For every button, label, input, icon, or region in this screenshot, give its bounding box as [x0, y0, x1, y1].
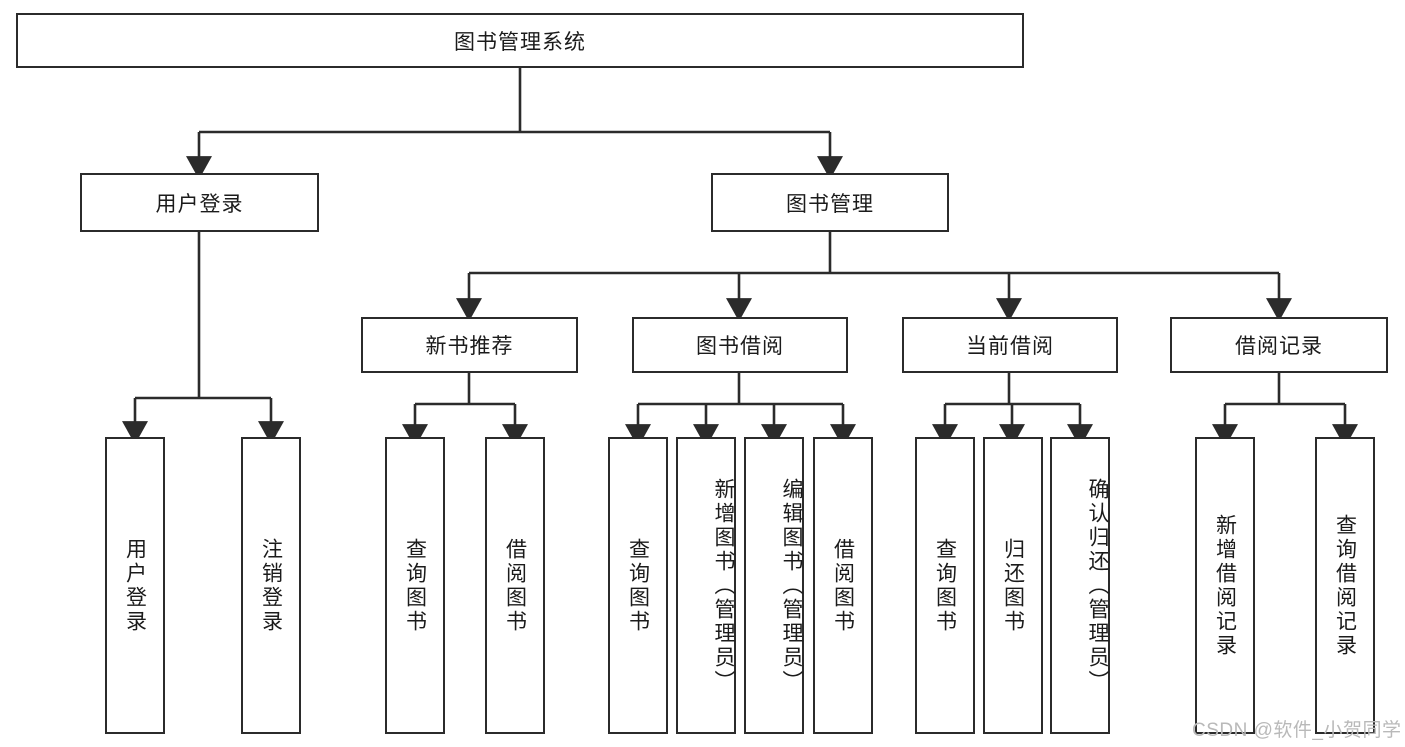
node-label: 用户登录 — [123, 537, 147, 634]
node-label: 图书借阅 — [696, 335, 784, 358]
node-label: 图书管理系统 — [454, 30, 586, 54]
leaf-query-record[interactable]: 查询借阅记录 — [1315, 437, 1375, 734]
leaf-add-book[interactable]: 新增图书（管理员） — [676, 437, 736, 734]
node-borrow-record[interactable]: 借阅记录 — [1170, 317, 1388, 373]
leaf-confirm-return[interactable]: 确认归还（管理员） — [1050, 437, 1110, 734]
node-label: 借阅记录 — [1235, 335, 1323, 358]
node-new-book-recommend[interactable]: 新书推荐 — [361, 317, 578, 373]
node-label: 新书推荐 — [425, 335, 514, 358]
node-label: 新增借阅记录 — [1213, 513, 1237, 658]
node-label: 查询图书 — [403, 537, 427, 634]
node-label: 借阅图书 — [503, 537, 527, 634]
leaf-borrow-book-1[interactable]: 借阅图书 — [485, 437, 545, 734]
node-label: 用户登录 — [155, 192, 244, 216]
node-label: 确认归还（管理员） — [1086, 477, 1109, 694]
leaf-query-book-2[interactable]: 查询图书 — [608, 437, 668, 734]
node-book-management[interactable]: 图书管理 — [711, 173, 949, 232]
leaf-borrow-book-2[interactable]: 借阅图书 — [813, 437, 873, 734]
node-user-login[interactable]: 用户登录 — [80, 173, 319, 232]
leaf-return-book[interactable]: 归还图书 — [983, 437, 1043, 734]
leaf-edit-book[interactable]: 编辑图书（管理员） — [744, 437, 804, 734]
node-label: 查询图书 — [626, 537, 650, 634]
leaf-query-book-1[interactable]: 查询图书 — [385, 437, 445, 734]
leaf-add-record[interactable]: 新增借阅记录 — [1195, 437, 1255, 734]
csdn-watermark: CSDN @软件_小贺同学 — [1192, 720, 1402, 741]
node-label: 归还图书 — [1001, 537, 1025, 634]
node-label: 注销登录 — [259, 537, 283, 634]
node-label: 查询图书 — [933, 537, 957, 634]
leaf-user-login[interactable]: 用户登录 — [105, 437, 165, 734]
leaf-query-book-3[interactable]: 查询图书 — [915, 437, 975, 734]
node-label: 图书管理 — [786, 192, 874, 216]
node-current-borrow[interactable]: 当前借阅 — [902, 317, 1118, 373]
node-label: 借阅图书 — [831, 537, 855, 634]
node-label: 新增图书（管理员） — [712, 477, 735, 694]
node-book-borrow[interactable]: 图书借阅 — [632, 317, 848, 373]
node-label: 编辑图书（管理员） — [780, 477, 803, 694]
node-book-management-system[interactable]: 图书管理系统 — [16, 13, 1024, 68]
node-label: 查询借阅记录 — [1333, 513, 1357, 658]
leaf-logout-login[interactable]: 注销登录 — [241, 437, 301, 734]
node-label: 当前借阅 — [966, 335, 1054, 358]
